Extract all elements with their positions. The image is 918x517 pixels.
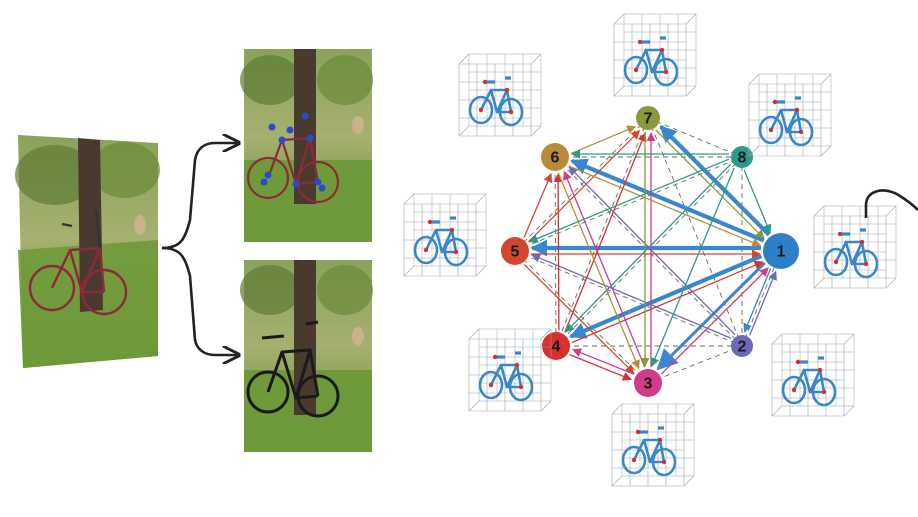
edge-8-to-5 xyxy=(528,158,730,243)
edge-4-to-6 xyxy=(553,173,563,330)
node-4: 4 xyxy=(542,332,570,360)
dashed-edge-7-4 xyxy=(555,117,649,347)
keypoints-photo xyxy=(240,49,373,242)
edge-5-to-7 xyxy=(527,130,641,243)
node-3: 3 xyxy=(634,369,662,397)
lattice-model-4 xyxy=(468,328,552,412)
output-arrow-partial xyxy=(864,189,918,218)
node-2: 2 xyxy=(731,335,753,357)
model-lattices xyxy=(403,13,897,487)
lattice-model-1 xyxy=(813,205,897,289)
node-1: 1 xyxy=(763,233,799,269)
edge-6-to-7 xyxy=(570,125,637,155)
dashed-edge-5-8 xyxy=(514,156,743,252)
dashed-edge-8-4 xyxy=(555,156,743,347)
graph-nodes: 1 2 3 4 5 6 7 8 xyxy=(501,106,799,397)
node-8: 8 xyxy=(731,146,753,168)
dashed-edge-6-4 xyxy=(554,156,557,347)
node-4-circle xyxy=(542,332,570,360)
edge-3-to-4 xyxy=(572,348,635,375)
dashed-edge-7-8 xyxy=(647,117,743,158)
node-6: 6 xyxy=(541,143,569,171)
node-7-circle xyxy=(636,106,660,130)
lattice-model-7 xyxy=(613,13,697,97)
keypoint-markers xyxy=(260,112,326,192)
edge-4-to-1 xyxy=(571,260,764,344)
node-1-circle xyxy=(763,233,799,269)
node-5-label: 5 xyxy=(511,244,520,261)
edge-8-to-1 xyxy=(743,169,772,234)
edge-2-to-5 xyxy=(531,253,732,339)
bicycle-model-1 xyxy=(823,228,879,279)
node-7-label: 7 xyxy=(644,111,653,128)
segmentation-photo xyxy=(240,260,373,452)
node-2-circle xyxy=(731,335,753,357)
node-6-circle xyxy=(541,143,569,171)
edge-7-to-1 xyxy=(655,129,765,239)
node-5: 5 xyxy=(501,237,529,265)
bicycle-model-2 xyxy=(781,356,837,407)
edge-1-to-6 xyxy=(570,158,765,243)
edge-8-to-4 xyxy=(565,163,732,333)
edge-8-to-3 xyxy=(650,167,735,367)
dashed-edge-7-5 xyxy=(514,117,649,252)
edge-1-to-4 xyxy=(568,254,763,339)
dashed-edge-3-5 xyxy=(514,250,649,384)
graph-edges xyxy=(523,125,777,381)
input-photo xyxy=(15,135,160,368)
edge-6-to-1 xyxy=(568,165,762,247)
edge-4-to-7 xyxy=(564,132,647,333)
node-1-label: 1 xyxy=(777,244,786,261)
edge-2-to-1 xyxy=(749,270,777,336)
node-5-circle xyxy=(501,237,529,265)
node-7: 7 xyxy=(636,106,660,130)
dashed-edge-3-2 xyxy=(647,345,743,384)
lattice-model-3 xyxy=(611,403,695,487)
edge-1-to-2 xyxy=(743,268,772,333)
lattice-model-2 xyxy=(771,333,855,417)
input-bicycle xyxy=(28,209,128,316)
branch-arrows xyxy=(161,143,237,355)
edge-6-to-3 xyxy=(557,172,640,370)
edge-2-to-6 xyxy=(568,166,736,336)
edge-3-to-6 xyxy=(563,170,646,368)
node-2-label: 2 xyxy=(738,339,747,356)
node-8-label: 8 xyxy=(738,150,747,167)
edge-1-to-3 xyxy=(656,261,766,371)
node-8-circle xyxy=(731,146,753,168)
edge-5-to-6 xyxy=(523,172,553,238)
node-4-label: 4 xyxy=(552,339,561,356)
lattice-model-5 xyxy=(403,193,487,277)
node-3-circle xyxy=(634,369,662,397)
node-6-label: 6 xyxy=(551,150,560,167)
lattice-model-8 xyxy=(748,73,832,157)
lattice-model-6 xyxy=(458,53,542,137)
dashed-edge-5-2 xyxy=(514,250,743,347)
edge-3-to-1 xyxy=(661,267,769,375)
edge-4-to-3 xyxy=(569,354,632,381)
node-3-label: 3 xyxy=(644,376,653,393)
